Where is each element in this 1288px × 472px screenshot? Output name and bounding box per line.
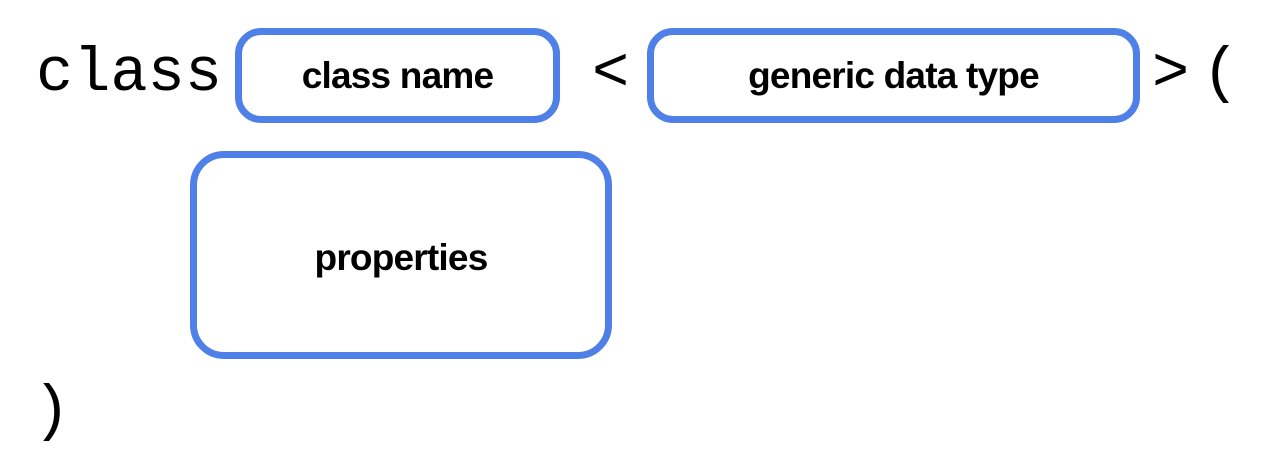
- slot-class-name[interactable]: class name: [235, 28, 560, 123]
- slot-generic-data-type[interactable]: generic data type: [647, 28, 1140, 123]
- parenthesis-open: (: [1202, 38, 1240, 109]
- slot-class-name-label: class name: [301, 55, 494, 96]
- slot-properties[interactable]: properties: [190, 151, 612, 359]
- slot-properties-label: properties: [314, 236, 489, 278]
- keyword-class: class: [36, 38, 223, 109]
- slot-generic-data-type-label: generic data type: [748, 55, 1040, 96]
- parenthesis-close: ): [33, 376, 71, 447]
- angle-bracket-open: <: [592, 38, 630, 109]
- angle-bracket-close: >: [1152, 38, 1190, 109]
